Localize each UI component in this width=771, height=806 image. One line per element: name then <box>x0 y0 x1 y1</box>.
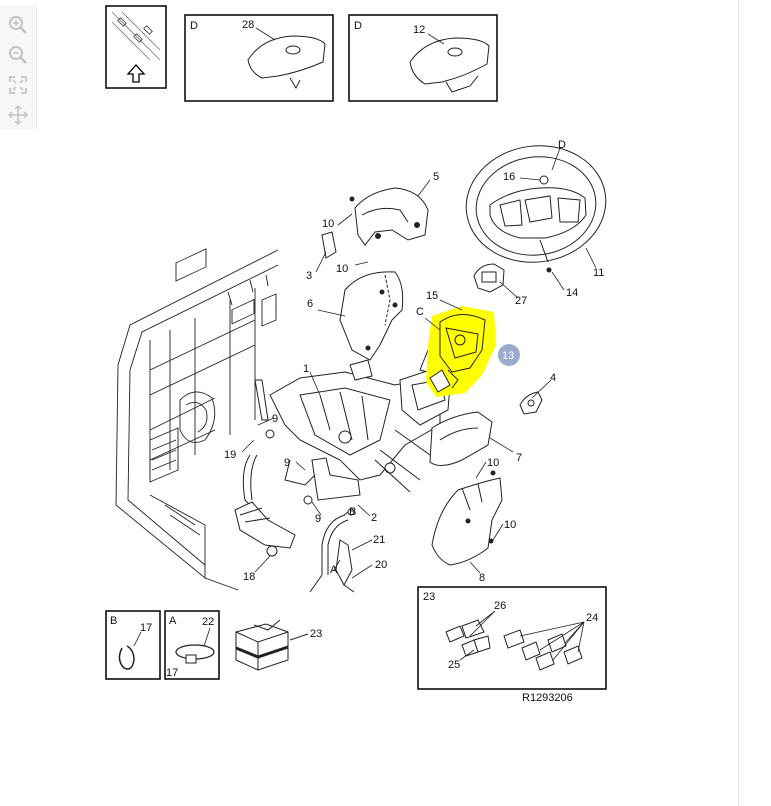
part-label: 21 <box>373 534 385 546</box>
part-label: 11 <box>593 267 604 279</box>
part-label: 9 <box>315 513 321 525</box>
lower-cover-8 <box>431 477 503 566</box>
part-label: 10 <box>487 457 499 469</box>
part-label: 5 <box>433 171 439 183</box>
screw-14 <box>546 267 552 273</box>
zoom-out-button[interactable] <box>4 41 32 69</box>
highlighted-part-13[interactable]: 13 <box>426 306 520 397</box>
part-label: 28 <box>242 19 254 31</box>
part-label: 16 <box>503 171 515 183</box>
upper-column-cover-5 <box>354 187 429 246</box>
part-label: 12 <box>413 24 425 36</box>
bracket-4 <box>519 391 543 415</box>
part-label: 15 <box>426 290 438 302</box>
horn-switch-27 <box>473 263 505 293</box>
steering-column-assembly <box>254 334 451 505</box>
figure-reference: R1293206 <box>522 692 573 704</box>
part-label: 20 <box>375 559 387 571</box>
part-label: 10 <box>504 519 516 531</box>
part-label: 22 <box>202 616 214 628</box>
part-label: 14 <box>566 287 578 299</box>
part-label: B <box>349 506 356 518</box>
part-label: 17 <box>140 622 152 634</box>
direction-arrow-icon <box>126 64 146 83</box>
hotspot-label: 13 <box>502 350 514 362</box>
part-label: 7 <box>516 452 522 464</box>
part-label: 3 <box>306 270 312 282</box>
viewer-border <box>738 0 739 806</box>
inset-letter: D <box>354 20 362 32</box>
inset-a-parts-22-17: A 22 17 <box>164 610 220 680</box>
zoom-in-button[interactable] <box>4 11 32 39</box>
fit-screen-button[interactable] <box>4 71 32 99</box>
part-label: 23 <box>310 628 322 640</box>
part-label: 6 <box>307 298 313 310</box>
inset-letter: D <box>190 20 198 32</box>
zoom-in-icon <box>9 16 27 34</box>
part-label: 18 <box>243 571 255 583</box>
part-label: 17 <box>166 667 178 679</box>
part-label: 8 <box>479 572 485 584</box>
part-label: 10 <box>322 218 334 230</box>
inset-d-part-12: D 12 <box>348 14 498 102</box>
inset-letter: 23 <box>423 591 435 603</box>
part-label: 25 <box>448 659 460 671</box>
zoom-out-icon <box>9 46 27 64</box>
inset-d-part-28: D 28 <box>184 14 334 102</box>
steering-wheel-11 <box>465 145 607 263</box>
clip-3 <box>321 231 337 259</box>
part-label: 1 <box>303 363 309 375</box>
part-label: 9 <box>284 457 290 469</box>
inset-letter: B <box>110 615 117 627</box>
part-label: 9 <box>272 413 278 425</box>
part-label: 26 <box>494 600 506 612</box>
part-label: D <box>558 139 566 151</box>
lower-cover-7 <box>429 411 493 466</box>
pan-icon <box>7 104 29 126</box>
part-label: 10 <box>336 263 348 275</box>
leader-lines <box>241 147 597 579</box>
part-labels: D 16 11 14 27 5 10 3 10 6 15 C 1 4 7 10 … <box>224 139 604 584</box>
part-label: C <box>416 306 424 318</box>
part-label: A <box>330 564 338 576</box>
pedal-and-cable <box>234 454 355 593</box>
part-label: 27 <box>515 295 527 307</box>
hotspot-marker[interactable] <box>498 344 520 366</box>
part-label: 19 <box>224 449 236 461</box>
fit-screen-icon <box>9 76 27 94</box>
pan-button[interactable] <box>4 101 32 129</box>
inset-letter: A <box>169 615 177 627</box>
dashboard-frame-drawing <box>115 248 279 591</box>
orientation-inset <box>105 5 167 89</box>
trim-panel-6 <box>339 271 404 361</box>
inset-b-part-17: B 17 <box>105 610 161 680</box>
inset-23-lock-set: 23 26 24 25 <box>417 586 607 690</box>
part-label: 24 <box>586 612 598 624</box>
part-label: 4 <box>550 372 556 384</box>
part-23-box: 23 <box>235 619 322 671</box>
part-label: 2 <box>371 512 377 524</box>
viewer-toolbar <box>0 5 37 129</box>
